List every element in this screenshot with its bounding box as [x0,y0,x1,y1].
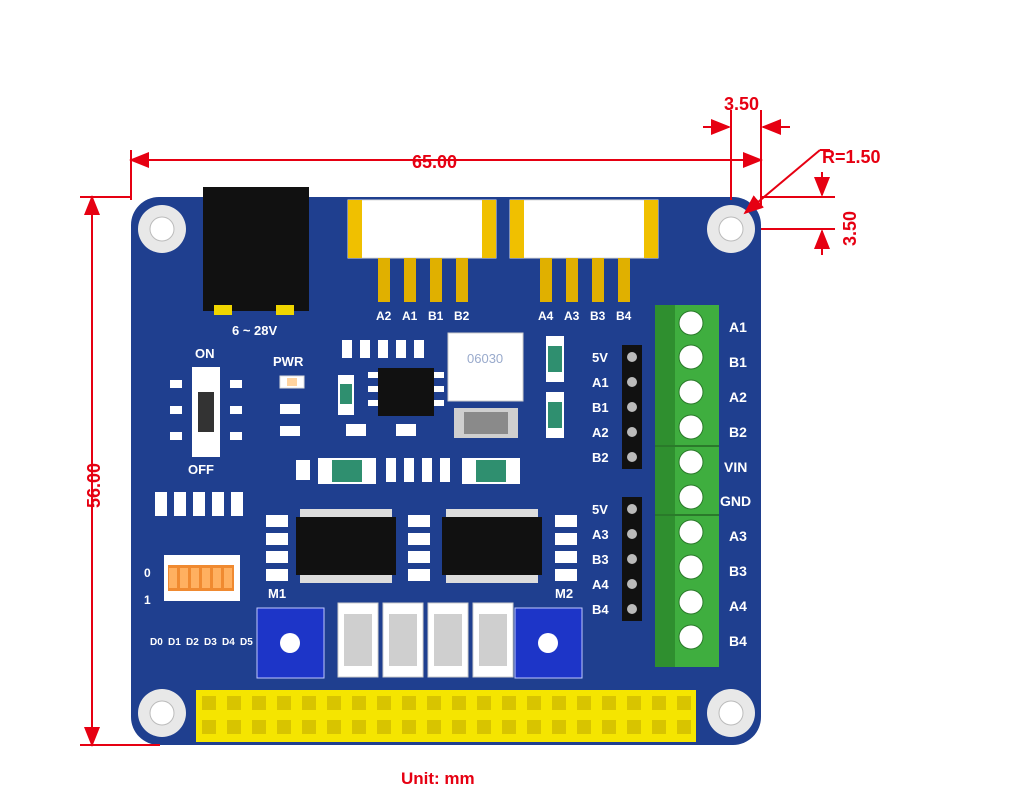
dimension-hole-offset-x-label: 3.50 [724,94,759,114]
power-switch [170,367,242,457]
motor-connector-2 [509,199,659,302]
mounting-hole-tl [138,205,186,253]
pin-header-1-labels: 5V A1 B1 A2 B2 [592,350,609,465]
dip-labels: D0 D1 D2 D3 D4 D5 [150,637,253,648]
motor-driver-ic-2 [442,509,542,583]
dip-label: D5 [240,637,253,648]
regulator-ic [368,368,444,416]
terminal-pin-label: A2 [729,389,747,405]
smd-passives-middle [296,458,520,484]
connector1-pin-label: B1 [428,309,444,323]
resistor-array [155,492,243,516]
dimension-hole-offset-y-label: 3.50 [840,211,860,246]
dimension-hole-radius-label: R=1.50 [822,147,881,167]
connector2-labels: A4 A3 B3 B4 [538,309,632,323]
inductor-marking: 06030 [467,351,503,366]
terminal-labels: A1 B1 A2 B2 VIN GND A3 B3 A4 B4 [720,319,751,649]
dimension-width [129,150,763,200]
dimension-width-label: 65.00 [412,152,457,172]
motor-right-label: M2 [555,586,573,601]
motor-left-label: M1 [268,586,286,601]
smd-passives-top [338,340,424,436]
dip-side-0: 0 [144,566,151,580]
switch-off-label: OFF [188,462,214,477]
connector2-pin-label: B3 [590,309,606,323]
terminal-pin-label: B3 [729,563,747,579]
header2-pin-label: A4 [592,577,609,592]
pin-header-2-labels: 5V A3 B3 A4 B4 [592,502,609,617]
terminal-pin-label: B2 [729,424,747,440]
connector1-labels: A2 A1 B1 B2 [376,309,470,323]
header1-pin-label: B2 [592,450,609,465]
dip-label: D2 [186,637,199,648]
dimension-hole-offset-x [703,110,790,205]
connector1-pin-label: A2 [376,309,392,323]
motor-driver-ic-1 [296,509,396,583]
dip-label: D3 [204,637,217,648]
switch-on-label: ON [195,346,215,361]
power-jack [203,187,309,311]
terminal-pin-label: A4 [729,598,747,614]
header1-pin-label: A1 [592,375,609,390]
potentiometer-left [256,607,325,679]
driver-side-passives [266,515,577,581]
dimension-hole-radius [743,149,830,215]
connector2-pin-label: A3 [564,309,580,323]
header1-pin-label: B1 [592,400,609,415]
dip-switch [164,555,240,601]
terminal-pin-label: VIN [724,459,747,475]
dip-label: D0 [150,637,163,648]
pin-header-2 [622,497,642,621]
terminal-pin-label: A1 [729,319,747,335]
terminal-pin-label: A3 [729,528,747,544]
mounting-hole-bl [138,689,186,737]
terminal-pin-label: B1 [729,354,747,370]
pwr-led-label: PWR [273,354,304,369]
pin-header-1 [622,345,642,469]
dimension-height-label: 56.00 [84,463,104,508]
connector2-pin-label: B4 [616,309,632,323]
header2-pin-label: B4 [592,602,609,617]
motor-connector-1 [347,199,497,302]
dip-label: D1 [168,637,181,648]
dip-side-1: 1 [144,593,151,607]
connector2-pin-label: A4 [538,309,554,323]
dip-label: D4 [222,637,235,648]
power-jack-label: 6 ~ 28V [232,323,278,338]
header2-pin-label: A3 [592,527,609,542]
terminal-pin-label: B4 [729,633,747,649]
connector1-pin-label: B2 [454,309,470,323]
gpio-header [196,690,696,742]
inductor: 06030 [447,332,524,438]
header1-pin-label: A2 [592,425,609,440]
dimension-height [80,195,160,747]
header2-pin-label: B3 [592,552,609,567]
mounting-hole-br [707,689,755,737]
screw-terminal [655,305,719,667]
dimension-hole-offset-y [761,172,835,255]
mounting-hole-tr [707,205,755,253]
header2-pin-label: 5V [592,502,608,517]
terminal-pin-label: GND [720,493,751,509]
unit-label: Unit: mm [401,769,475,788]
potentiometer-right [514,607,583,679]
sense-resistors [337,602,514,678]
header1-pin-label: 5V [592,350,608,365]
connector1-pin-label: A1 [402,309,418,323]
